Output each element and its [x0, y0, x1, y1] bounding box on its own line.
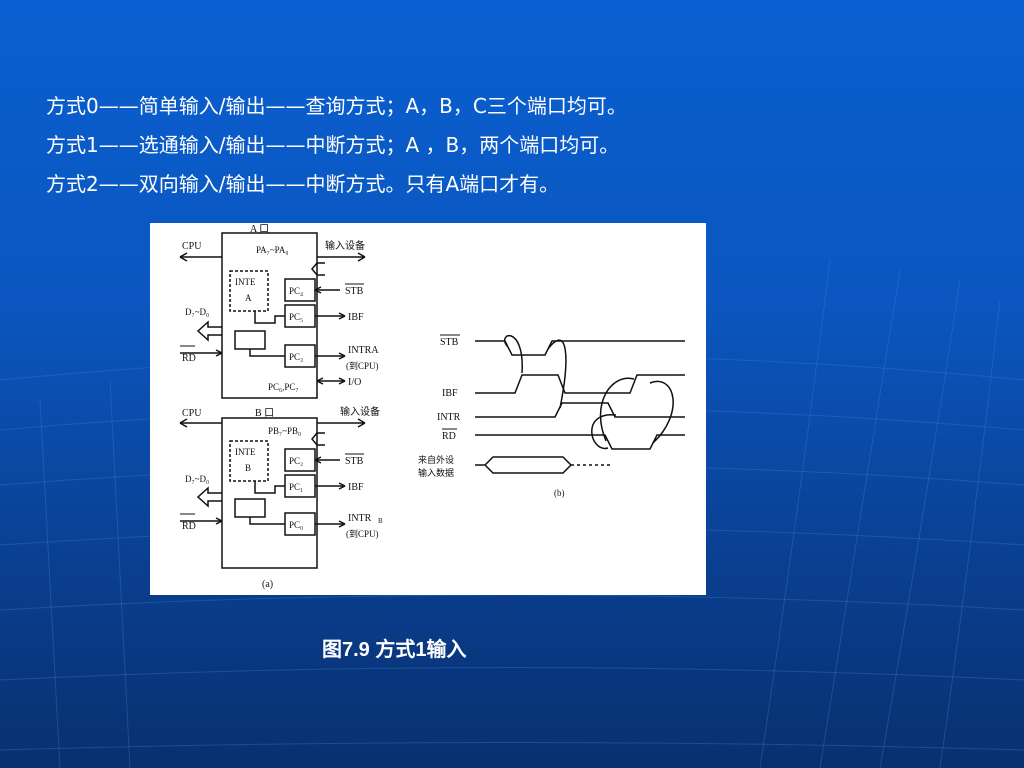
timing-rd-label: RD: [442, 431, 456, 442]
sub-label-b: (b): [554, 488, 565, 498]
ibf-label-a: IBF: [348, 312, 364, 323]
io-label: I/O: [348, 377, 361, 388]
figure-svg: A 口 CPU 输入设备 PA₇~PA₀ INTE A PC₄ PC₅ PC₃ …: [179, 224, 685, 590]
cpu-label-a: CPU: [182, 241, 202, 252]
intra-label: INTRA: [348, 345, 379, 356]
inte-a-box: [229, 270, 269, 312]
stb-label-b: STB: [345, 456, 364, 467]
pc1-label: PC₁: [289, 482, 303, 492]
pc3-label: PC₃: [289, 352, 303, 362]
rd-label-b: RD: [182, 521, 196, 532]
figure-caption: 图7.9 方式1输入: [322, 639, 467, 661]
text-line-mode1: 方式1——选通输入/输出——中断方式；A ，B，两个端口均可。: [46, 133, 620, 157]
timing-ext-data-2: 输入数据: [418, 467, 454, 478]
intrb-sub-label: B: [378, 517, 383, 525]
text-line-mode0: 方式0——简单输入/输出——查询方式；A，B，C三个端口均可。: [46, 94, 627, 118]
inte-b-port: B: [245, 463, 251, 473]
pc4-label: PC₄: [289, 286, 303, 296]
to-cpu-label-b: (到CPU): [346, 528, 379, 539]
ibf-label-b: IBF: [348, 482, 364, 493]
input-device-label-b: 输入设备: [340, 405, 380, 418]
timing-intr-label: INTR: [437, 412, 461, 423]
pc0-label: PC₀: [289, 520, 303, 530]
port-b-title: B 口: [255, 408, 274, 419]
inte-b-box: [229, 440, 269, 482]
timing-ext-data-1: 来自外设: [418, 454, 454, 465]
inte-a-port: A: [245, 293, 252, 303]
pa-bus-label: PA₇~PA₀: [256, 245, 289, 255]
timing-ibf-label: IBF: [442, 388, 458, 399]
text-line-mode2: 方式2——双向输入/输出——中断方式。只有A端口才有。: [46, 172, 560, 196]
d-bus-label-a: D₇~D₀: [185, 307, 209, 317]
pc2-label: PC₂: [289, 456, 303, 466]
pc5-label: PC₅: [289, 312, 303, 322]
cpu-label-b: CPU: [182, 408, 202, 419]
d-bus-label-b: D₇~D₀: [185, 474, 209, 484]
to-cpu-label-a: (到CPU): [346, 360, 379, 371]
stb-label-a: STB: [345, 286, 364, 297]
timing-stb-label: STB: [440, 337, 459, 348]
rd-label-a: RD: [182, 353, 196, 364]
port-a-title: A 口: [250, 224, 269, 235]
pc67-label: PC₆,PC₇: [268, 382, 299, 392]
sub-label-a: (a): [262, 579, 273, 590]
figure-mode1-input: A 口 CPU 输入设备 PA₇~PA₀ INTE A PC₄ PC₅ PC₃ …: [150, 223, 706, 595]
inte-b-label: INTE: [235, 447, 256, 457]
inte-a-label: INTE: [235, 277, 256, 287]
input-device-label-a: 输入设备: [325, 239, 365, 252]
intrb-label: INTR: [348, 513, 372, 524]
pb-bus-label: PB₇~PB₀: [268, 426, 301, 436]
